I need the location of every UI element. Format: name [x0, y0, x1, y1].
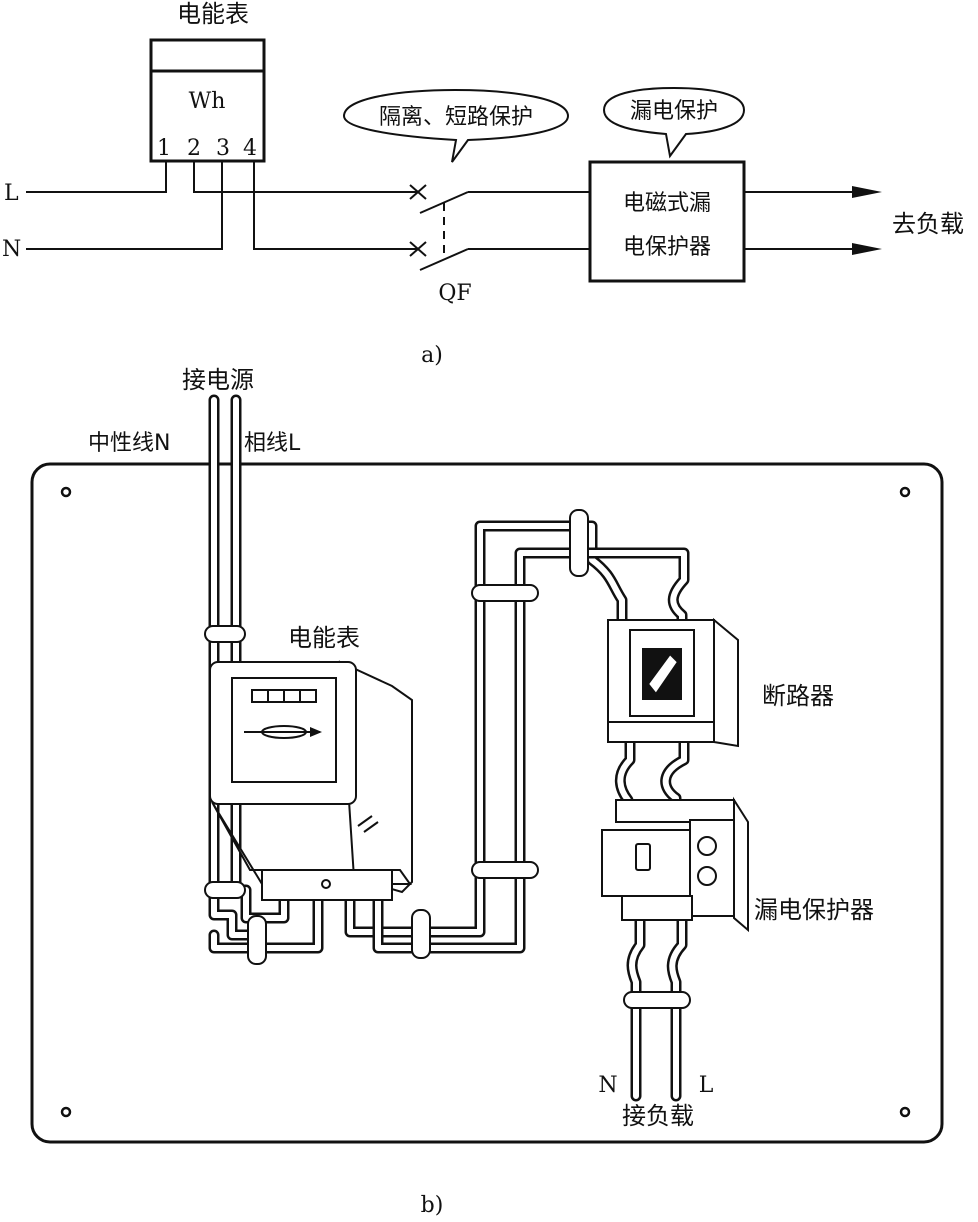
rcd-reset-button [697, 866, 717, 886]
screw-hole-bottom-right [899, 1106, 911, 1118]
neutral-label: 中性线N [88, 431, 170, 456]
mounting-board [30, 462, 944, 1144]
live-label: 相线L [244, 431, 301, 456]
screw-hole-bottom-left [60, 1106, 72, 1118]
screw-hole-top-left [60, 486, 72, 498]
output-arrows: 去负载 [744, 186, 964, 255]
schematic-meter: 电能表 Wh 1 2 3 4 [149, 0, 266, 163]
energy-meter-device: 电能表 [209, 624, 413, 901]
switch-blade-top [419, 191, 469, 214]
supply-label: 接电源 [182, 366, 254, 394]
breaker-label: QF [438, 281, 471, 306]
callout-leakage: 漏电保护 [602, 86, 746, 159]
cable-clip [204, 625, 246, 643]
line-label-live: L [4, 181, 19, 206]
callout-leakage-text: 漏电保护 [630, 99, 718, 124]
meter-terminal-block [261, 869, 393, 901]
meter-unit: Wh [189, 89, 226, 114]
schematic-a: 电能表 Wh 1 2 3 4 L N QF [2, 0, 964, 368]
wire-neutral-in [26, 161, 223, 250]
cable-clip [247, 915, 267, 965]
cable-clip [569, 509, 589, 577]
wire-neutral-out [253, 161, 418, 250]
installation-b: 接电源 中性线N 相线L [30, 366, 944, 1144]
rcd-test-button [697, 836, 717, 856]
part-a-label: a) [421, 343, 443, 368]
rcd-box-line2: 电保护器 [623, 235, 711, 260]
cable-clip [471, 861, 539, 879]
cable-clip [204, 881, 246, 899]
cable-clip [471, 584, 539, 602]
breaker-toggle [646, 652, 680, 696]
rcd-label-b: 漏电保护器 [754, 896, 874, 924]
screw-hole-top-right [899, 486, 911, 498]
cable-clips [204, 509, 691, 1009]
load-label: 接负载 [622, 1102, 694, 1130]
out-live-label: L [699, 1073, 714, 1098]
terminal-3: 3 [216, 136, 230, 161]
wire-live-out [193, 161, 418, 193]
to-load-label: 去负载 [892, 210, 964, 238]
meter-title: 电能表 [177, 0, 249, 28]
cable-clip [411, 909, 431, 959]
terminal-2: 2 [187, 136, 201, 161]
wire-live-in [26, 161, 167, 193]
breaker-side [713, 617, 739, 748]
arrow-head-top [852, 186, 882, 198]
out-neutral-label: N [598, 1073, 617, 1098]
cables [208, 394, 690, 1102]
callout-isolation-text: 隔离、短路保护 [379, 105, 533, 130]
breaker-label-b: 断路器 [762, 682, 834, 710]
rcd-device: 漏电保护器 [601, 796, 874, 933]
meter-label: 电能表 [288, 624, 360, 652]
rcd-box: 电磁式漏 电保护器 [588, 160, 746, 283]
rcd-box-line1: 电磁式漏 [623, 191, 711, 216]
rcd-toggle [635, 843, 651, 871]
schematic-wires: L N [2, 161, 418, 262]
circuit-breaker-device: 断路器 [607, 617, 834, 748]
terminal-1: 1 [157, 136, 171, 161]
terminal-4: 4 [243, 136, 257, 161]
breaker-qf-symbol: QF [409, 184, 590, 306]
line-label-neutral: N [2, 237, 21, 262]
part-b-label: b) [421, 1193, 444, 1218]
arrow-head-bottom [852, 243, 882, 255]
callout-isolation: 隔离、短路保护 [342, 88, 570, 163]
cable-clip [623, 991, 691, 1009]
meter-box [149, 38, 266, 163]
